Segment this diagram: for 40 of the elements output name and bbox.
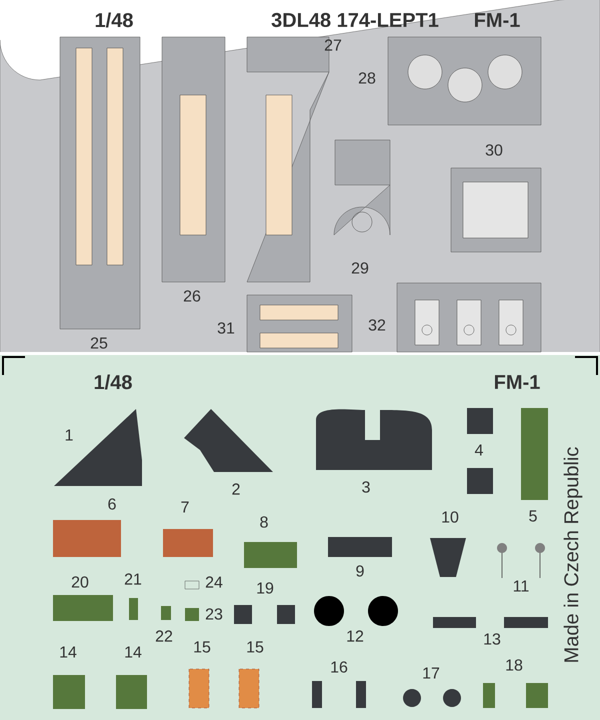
part-number: 6 <box>108 498 116 510</box>
part-number: 1 <box>66 430 73 440</box>
part-number: 23 <box>206 608 222 620</box>
part-number: 7 <box>181 502 189 512</box>
part-number: 28 <box>358 72 376 84</box>
part-number: 5 <box>529 510 537 522</box>
part-number: 27 <box>324 39 342 51</box>
part-number: 32 <box>368 319 386 331</box>
sheet-heading: FM-1 <box>495 375 540 389</box>
part-number: 24 <box>206 576 222 588</box>
part-number: 25 <box>90 337 108 349</box>
sheet-heading: FM-1 <box>475 13 520 27</box>
part-number: 2 <box>232 483 240 495</box>
part-number: 12 <box>347 630 364 642</box>
part-number: 15 <box>247 641 264 653</box>
part-number: 22 <box>156 630 172 642</box>
part-number: 19 <box>257 582 274 594</box>
sheet-heading: 1/48 <box>94 374 132 390</box>
part-number: 16 <box>331 661 348 673</box>
part-number: 9 <box>356 565 364 577</box>
part-number: 29 <box>352 262 368 274</box>
part-number: 11 <box>514 580 529 592</box>
origin-note: Made in Czech Republic <box>564 447 582 662</box>
part-number: 18 <box>506 659 522 671</box>
part-number: 21 <box>124 573 142 585</box>
part-number: 31 <box>218 322 234 334</box>
part-number: 15 <box>194 641 210 653</box>
part-number: 3 <box>362 481 370 493</box>
part-number: 10 <box>442 511 458 523</box>
part-number: 17 <box>423 668 440 678</box>
part-number: 30 <box>486 144 502 156</box>
part-number: 14 <box>125 646 142 658</box>
sheet-heading: 3DL48 174-LEPT1 <box>272 12 438 28</box>
sheet-heading: 1/48 <box>96 12 133 28</box>
part-number: 13 <box>484 633 500 645</box>
part-number: 8 <box>260 516 268 528</box>
part-number: 4 <box>474 444 483 456</box>
part-number: 26 <box>184 290 200 302</box>
part-number: 20 <box>72 576 88 588</box>
part-number: 14 <box>60 646 76 658</box>
